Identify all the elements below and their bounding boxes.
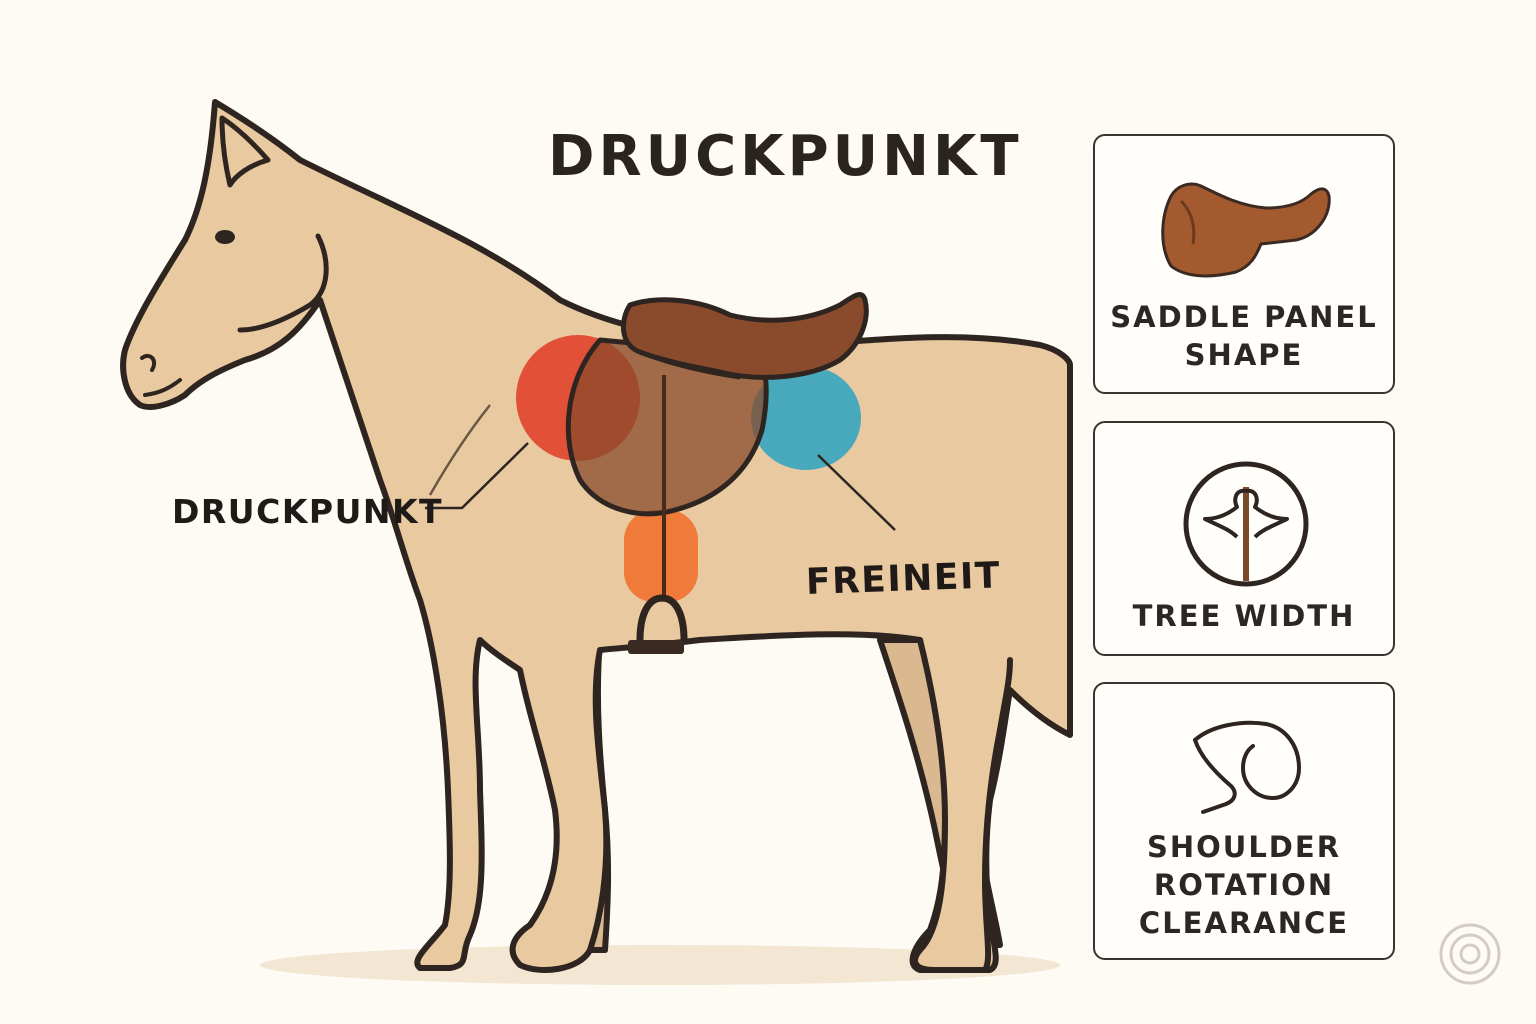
card-label-tree-width: TREE WIDTH: [1132, 599, 1356, 633]
watermark-icon: [1439, 923, 1501, 985]
shoulder-guide-line: [428, 404, 491, 496]
clearance-zone-blue: [751, 366, 861, 470]
stirrup-iron: [636, 594, 688, 641]
saddle-illustration: [565, 292, 869, 654]
card-shoulder-rotation-clearance: SHOULDER ROTATION CLEARANCE: [1093, 682, 1395, 960]
stirrup-tread: [628, 640, 684, 654]
horse-body: [120, 99, 1073, 973]
saddle-icon: [1161, 182, 1331, 278]
saddle-pommel-edge: [639, 350, 741, 380]
horse-nostril: [140, 353, 157, 372]
card-saddle-panel-shape: SADDLE PANEL SHAPE: [1093, 134, 1395, 394]
pressure-point-label: DRUCKPUNKT: [172, 492, 444, 531]
horse-illustration: [120, 99, 1073, 973]
horse-mouth: [143, 378, 182, 397]
horse-eye: [215, 230, 235, 244]
saddle-flap: [565, 337, 769, 517]
card-tree-width: TREE WIDTH: [1093, 421, 1395, 656]
leader-line-druckpunkt: [425, 442, 529, 510]
page-title: DRUCKPUNKT: [548, 124, 1023, 189]
pressure-zone-orange: [624, 510, 698, 602]
card-label-saddle-panel-shape: SADDLE PANEL SHAPE: [1110, 300, 1378, 372]
card-label-shoulder-rotation-clearance: SHOULDER ROTATION CLEARANCE: [1138, 830, 1350, 940]
horse-near-hind-leg: [912, 637, 1013, 973]
horse-jaw-line: [237, 233, 329, 333]
shoulder-icon: [1193, 720, 1302, 814]
leader-line-freiheit: [817, 454, 896, 531]
horse-ear: [219, 115, 271, 188]
saddle-tree-icon: [1183, 461, 1309, 587]
freedom-label: FREINEIT: [805, 555, 1002, 603]
